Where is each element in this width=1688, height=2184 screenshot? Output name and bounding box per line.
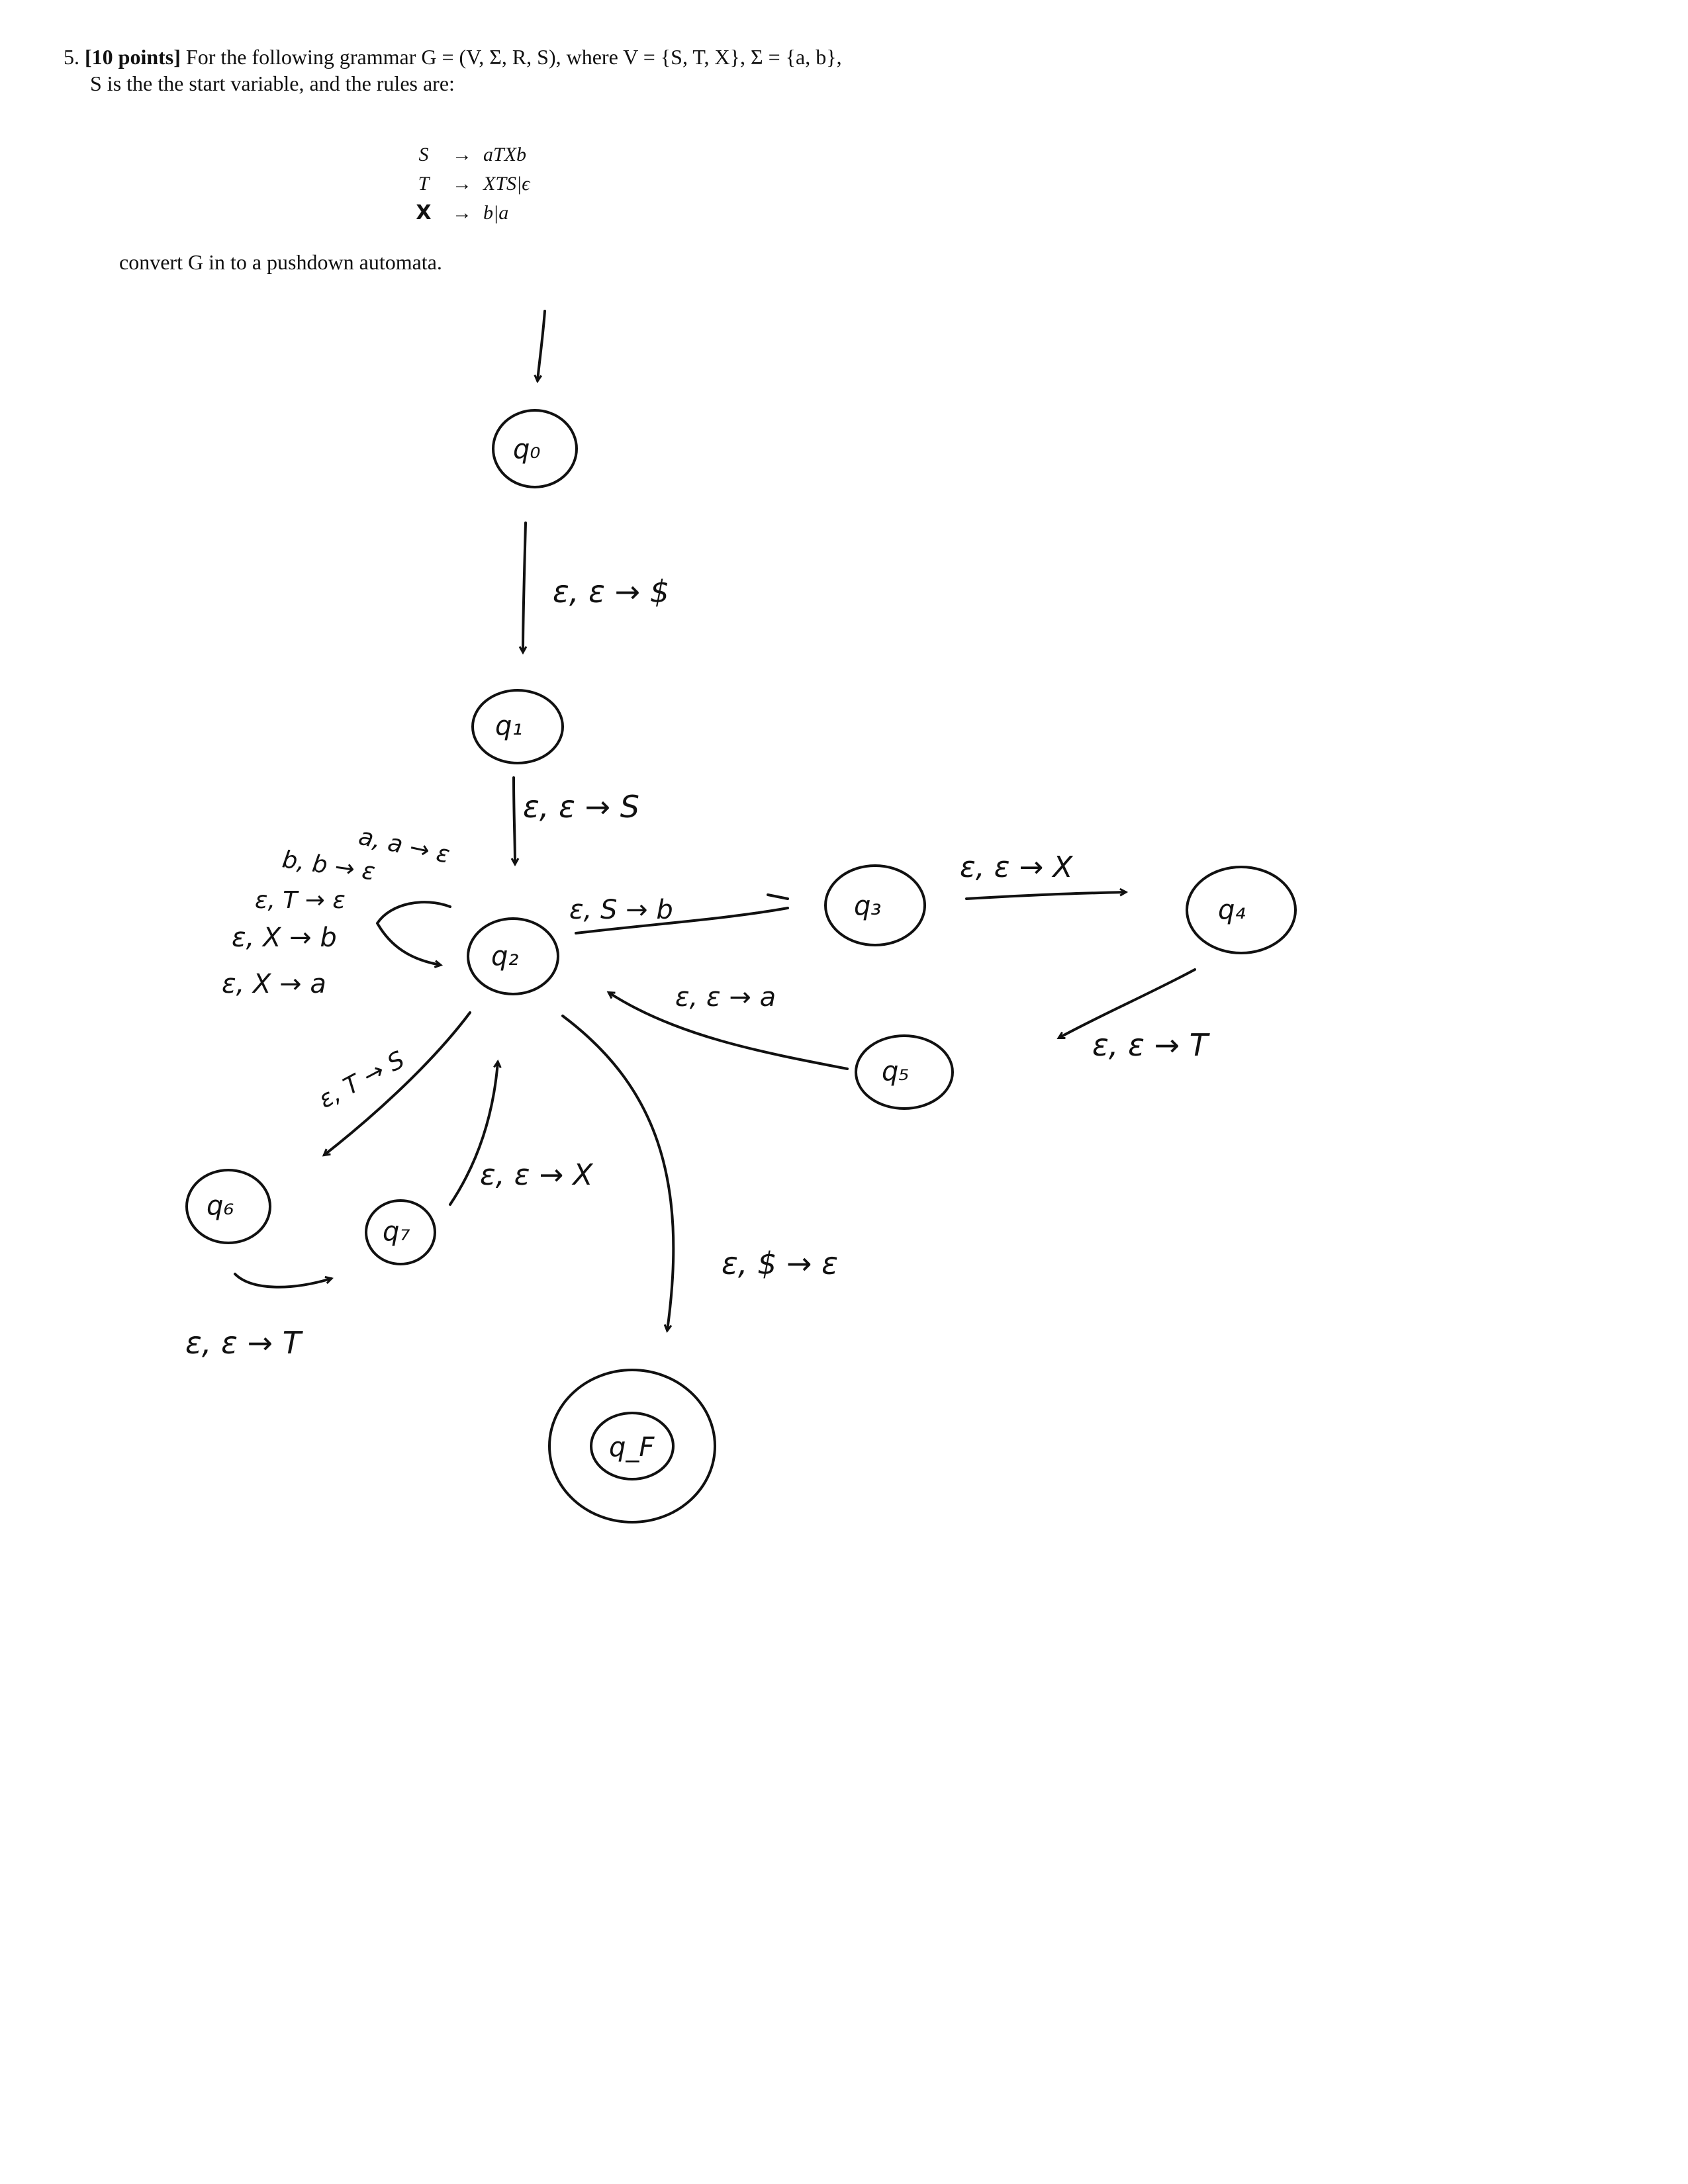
- instruction-text: convert G in to a pushdown automata.: [119, 250, 442, 274]
- transition-q1-q2-label: ε, ε → S: [523, 789, 639, 825]
- problem-line-1: 5. [10 points] For the following grammar…: [64, 44, 1520, 70]
- state-q6-circle: [185, 1169, 271, 1244]
- rule-rhs: aTXb: [483, 144, 527, 165]
- transition-q7-q2-arrow: [449, 1062, 498, 1206]
- transition-q2-q3-arrowhead: [767, 893, 789, 900]
- transition-q2-q6-arrow: [324, 1011, 471, 1155]
- loop-label-2: b, b → ε: [281, 846, 377, 886]
- state-q0-circle: [492, 409, 578, 488]
- state-q5-circle: [855, 1034, 954, 1110]
- rule-arrow: →: [452, 173, 472, 195]
- state-q3-circle: [824, 864, 926, 946]
- state-q5-label: q₅: [882, 1056, 909, 1087]
- transition-q7-q2-label: ε, ε → X: [480, 1158, 593, 1192]
- rule-rhs: b|a: [483, 202, 509, 224]
- state-q2-label: q₂: [491, 941, 518, 972]
- transition-q2-q3-arrow: [575, 907, 789, 934]
- transition-q2-q3-label: ε, S → b: [569, 895, 673, 925]
- state-q4-label: q₄: [1218, 895, 1245, 925]
- transition-q4-q5-label: ε, ε → T: [1092, 1027, 1211, 1063]
- state-qf-inner-circle: [590, 1412, 675, 1480]
- loop-label-4: ε, X → b: [232, 923, 337, 953]
- problem-number: 5.: [64, 45, 79, 69]
- transition-q5-q2-label: ε, ε → a: [675, 982, 776, 1013]
- loop-label-5: ε, X → a: [222, 969, 326, 999]
- rule-lhs-handwritten: X: [416, 201, 432, 224]
- transition-q0-q1-arrow: [523, 522, 526, 652]
- state-q7-circle: [365, 1199, 436, 1265]
- transition-q2-qf-arrow: [561, 1015, 675, 1330]
- rule-lhs: T: [418, 173, 430, 195]
- transition-q0-q1-label: ε, ε → $: [553, 574, 669, 610]
- transition-q2-q6-label: ε, T → S: [314, 1046, 409, 1114]
- state-qf-label: q_F: [609, 1432, 655, 1463]
- state-q4-circle: [1186, 866, 1297, 954]
- state-q1-label: q₁: [495, 711, 522, 741]
- rule-arrow: →: [452, 144, 472, 165]
- transition-q6-q7-label: ε, ε → T: [185, 1325, 304, 1361]
- problem-statement: 5. [10 points] For the following grammar…: [64, 44, 1520, 97]
- problem-line-2: S is the the start variable, and the rul…: [64, 70, 1520, 97]
- state-q6-label: q₆: [207, 1191, 234, 1221]
- state-qf-outer-circle: [548, 1369, 716, 1524]
- state-q3-label: q₃: [854, 891, 881, 921]
- transition-q1-q2-arrow: [514, 776, 515, 864]
- transition-q4-q5-arrow: [1059, 968, 1196, 1038]
- rule-rhs: XTS|ϵ: [483, 173, 530, 195]
- transition-q6-q7-arrow: [234, 1273, 331, 1289]
- transition-q2-qf-label: ε, $ → ε: [722, 1246, 838, 1281]
- loop-q2-arrow: [375, 901, 451, 965]
- start-arrow: [538, 310, 546, 381]
- state-q0-label: q₀: [513, 434, 540, 465]
- transition-q5-q2-arrow: [609, 993, 849, 1070]
- problem-statement-line-1: For the following grammar G = (V, Σ, R, …: [185, 45, 842, 69]
- transition-q3-q4-arrow: [965, 892, 1125, 900]
- state-q2-circle: [467, 917, 559, 995]
- state-q7-label: q₇: [383, 1216, 410, 1247]
- loop-label-3: ε, T → ε: [255, 887, 346, 914]
- problem-points: [10 points]: [85, 45, 181, 69]
- transition-q3-q4-label: ε, ε → X: [960, 850, 1073, 884]
- state-q1-circle: [471, 689, 564, 764]
- rule-lhs: S: [418, 144, 429, 165]
- problem-statement-line-2: S is the the start variable, and the rul…: [90, 71, 455, 95]
- rule-arrow: →: [452, 202, 472, 224]
